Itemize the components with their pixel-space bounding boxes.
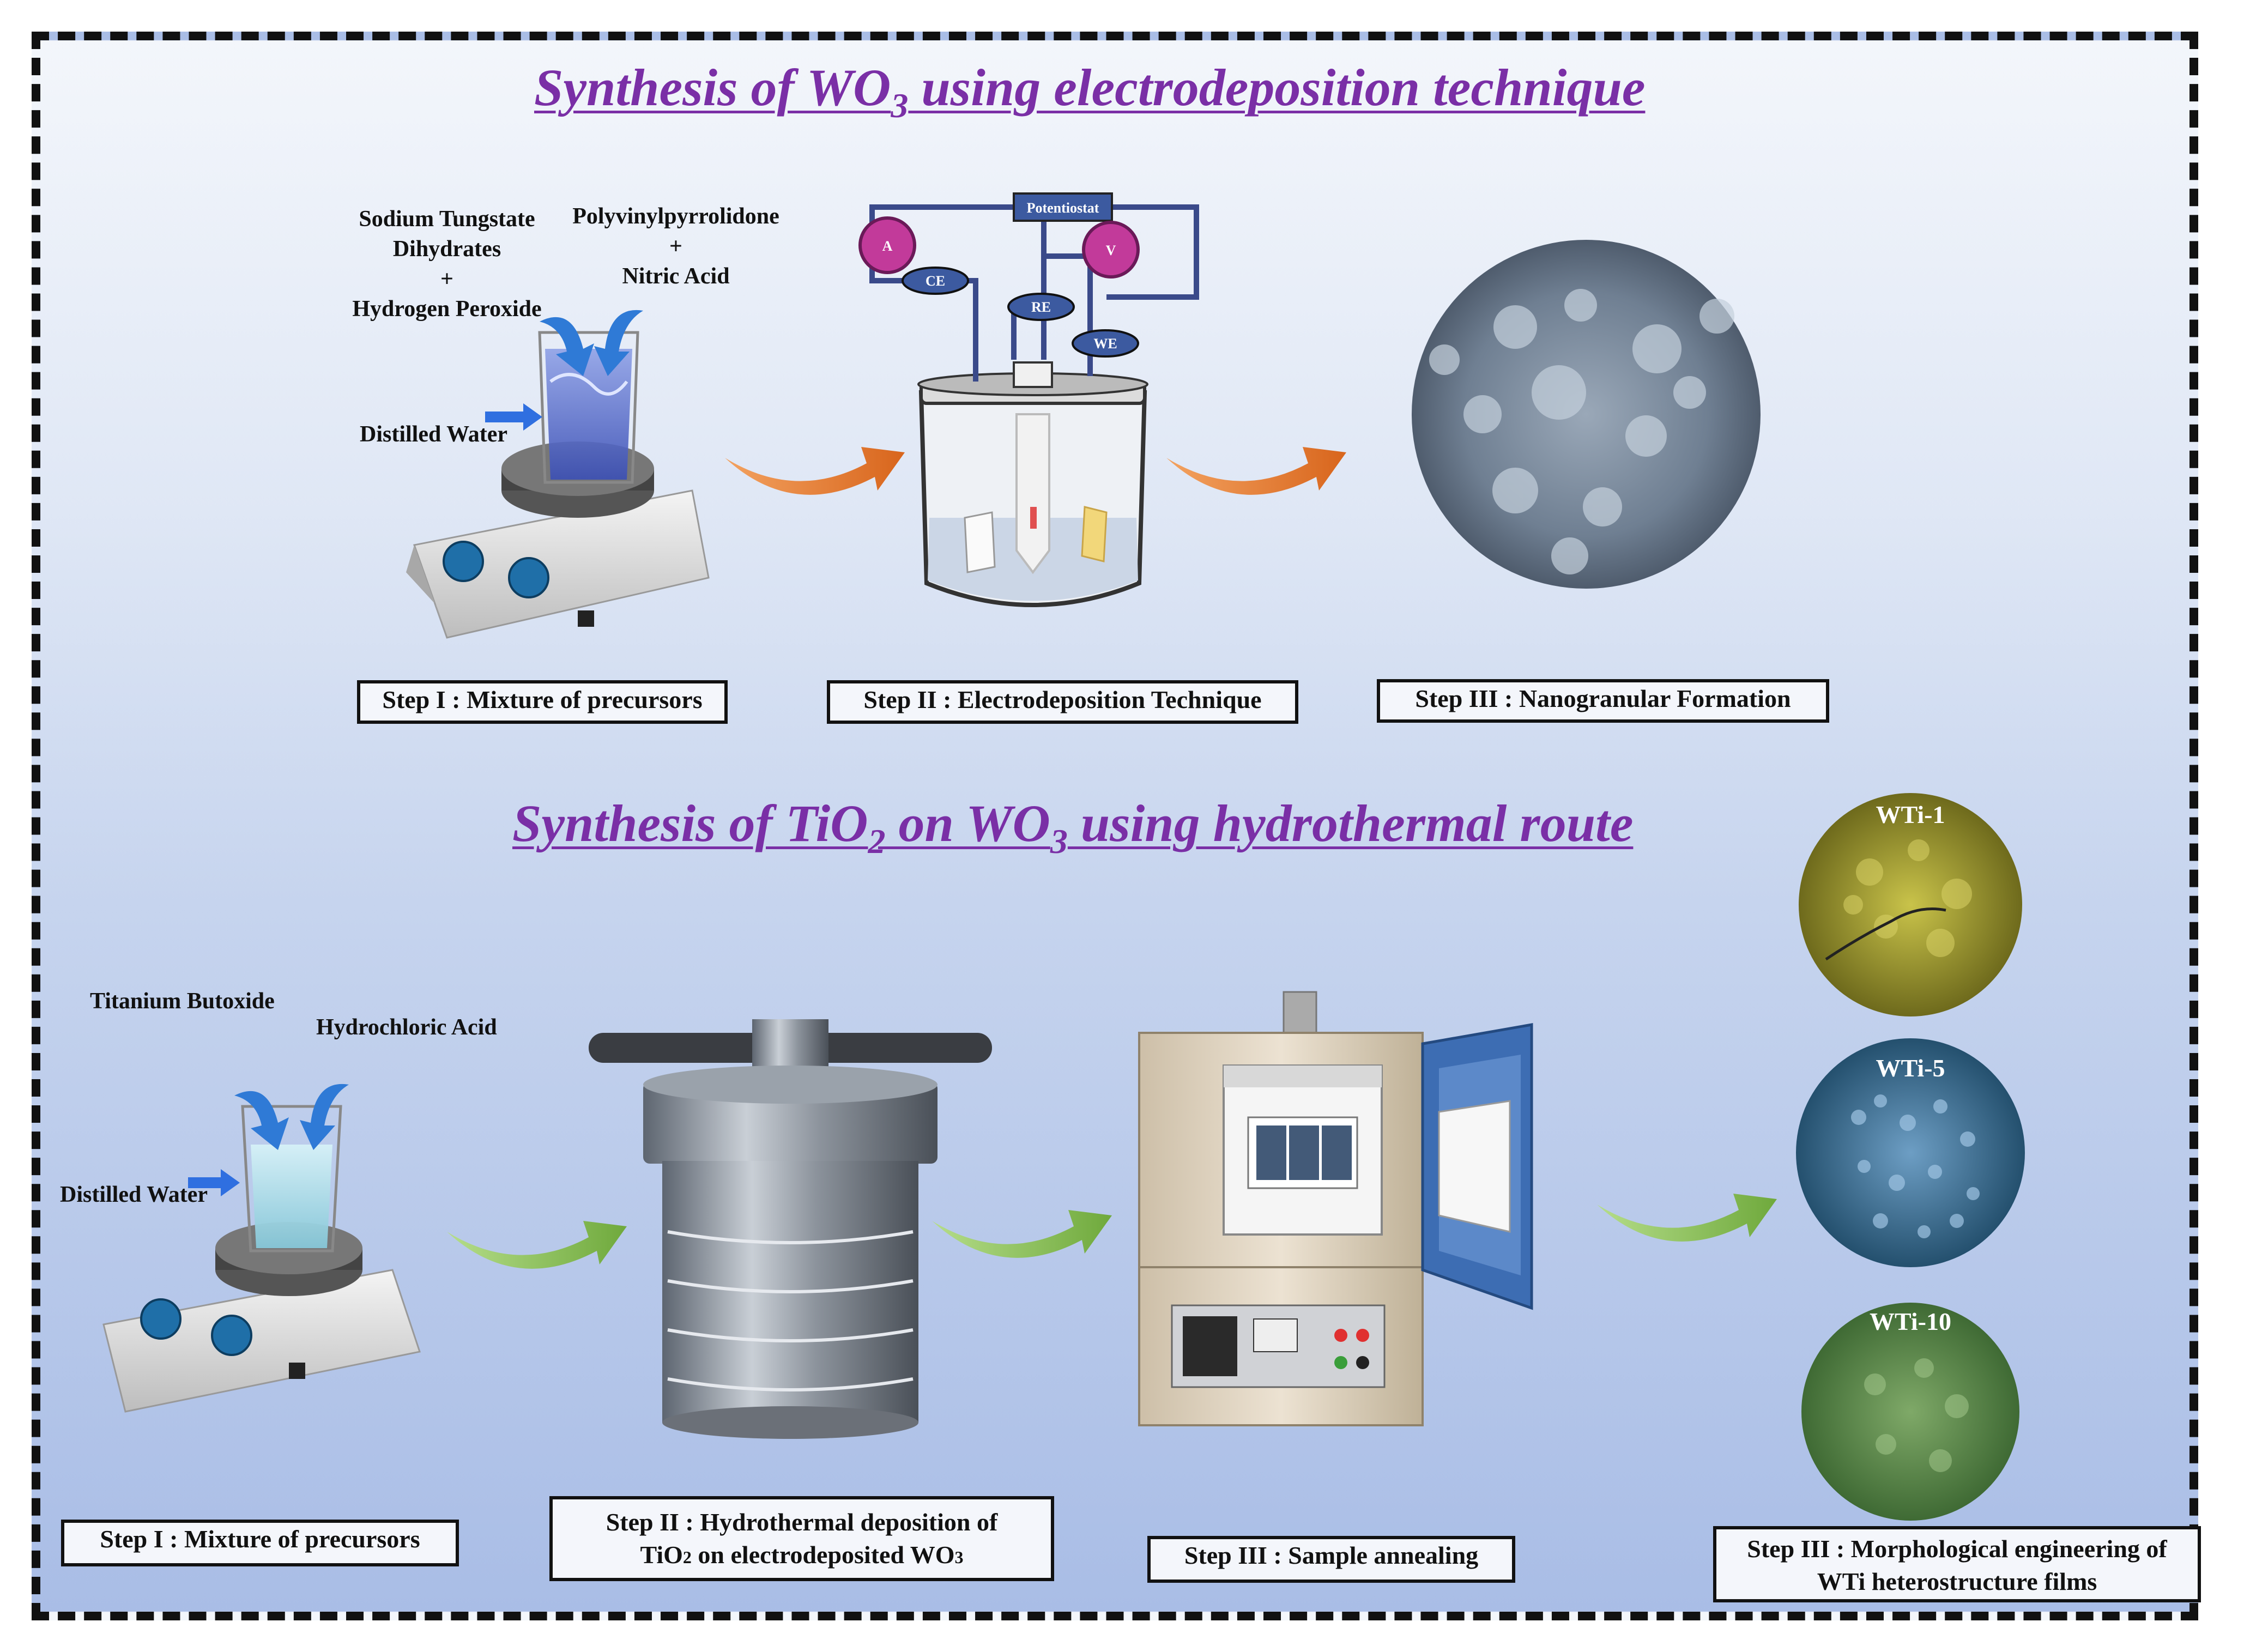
sem-image-wti-5: WTi-5	[1796, 1038, 2025, 1267]
hotplate-stirrer-2	[102, 1222, 421, 1413]
ammeter-label: A	[882, 238, 893, 254]
pour-arrow-1b	[594, 310, 643, 376]
section1-title: Synthesis of WO3 using electrodeposition…	[534, 58, 1646, 125]
water-arrow-1	[485, 403, 542, 431]
voltmeter-label: V	[1106, 243, 1116, 258]
process-arrow-3	[447, 1221, 627, 1269]
sem-image-wti-10: WTi-10	[1801, 1303, 2019, 1521]
process-arrow-2	[1166, 447, 1346, 495]
wti-10-label: WTi-10	[1870, 1308, 1951, 1335]
process-arrow-4	[932, 1210, 1112, 1258]
reagent-left-2: Titanium Butoxide	[90, 989, 275, 1014]
step3-box-section2: Step III : Sample annealing	[1147, 1536, 1515, 1583]
section2-title: Synthesis of TiO2 on WO3 using hydrother…	[512, 794, 1634, 861]
re-label: RE	[1031, 299, 1051, 315]
wti-5-label: WTi-5	[1876, 1054, 1945, 1082]
step4-box-section2: Step III : Morphological engineering of …	[1713, 1526, 2201, 1602]
pour-arrow-1a	[540, 317, 594, 376]
distilled-water-label-1: Distilled Water	[360, 422, 508, 447]
step1-box-section2: Step I : Mixture of precursors	[61, 1520, 459, 1566]
hydrothermal-autoclave	[589, 1019, 992, 1439]
pour-arrow-2b	[300, 1084, 349, 1150]
pour-arrow-2a	[234, 1091, 289, 1150]
process-arrow-5	[1597, 1194, 1777, 1242]
reagent-left-1: Sodium Tungstate Dihydrates + Hydrogen P…	[352, 207, 542, 322]
sem-image-nanogranular	[1412, 240, 1761, 589]
water-arrow-2	[188, 1169, 240, 1196]
distilled-water-label-2: Distilled Water	[60, 1182, 208, 1207]
reagent-right-2: Hydrochloric Acid	[316, 1015, 497, 1040]
we-label: WE	[1093, 336, 1117, 352]
step1-box-section1: Step I : Mixture of precursors	[357, 680, 728, 724]
electrochemical-cell: Potentiostat A V CE RE WE	[858, 192, 1199, 607]
muffle-furnace	[1138, 991, 1533, 1426]
ce-label: CE	[926, 273, 945, 289]
reagent-right-1: Polyvinylpyrrolidone + Nitric Acid	[572, 204, 779, 289]
process-arrow-1	[725, 447, 905, 495]
step2-box-section2: Step II : Hydrothermal deposition of TiO…	[549, 1496, 1054, 1581]
beaker-2	[241, 1105, 342, 1252]
beaker-1	[538, 331, 639, 484]
potentiostat-label: Potentiostat	[1027, 200, 1099, 216]
step3-box-section1: Step III : Nanogranular Formation	[1377, 679, 1829, 723]
wti-1-label: WTi-1	[1876, 801, 1945, 828]
sem-image-wti-1: WTi-1	[1799, 793, 2022, 1016]
step2-box-section1: Step II : Electrodeposition Technique	[827, 680, 1298, 724]
